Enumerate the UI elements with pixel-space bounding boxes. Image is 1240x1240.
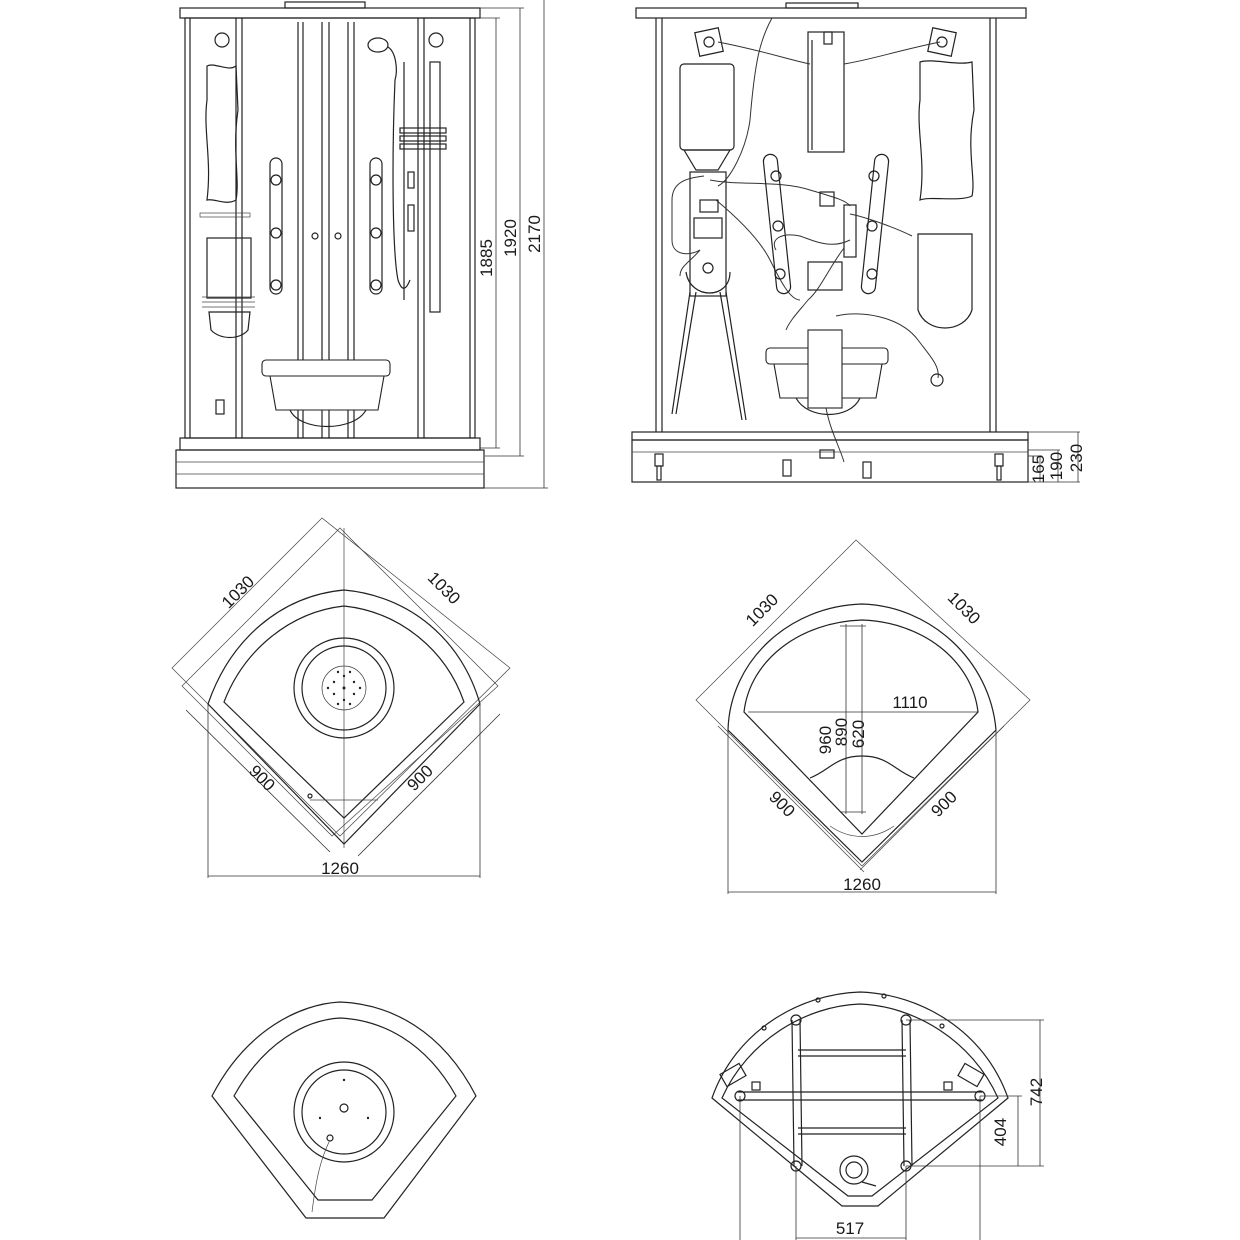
rear-base-dimensions: 165 190 230 bbox=[1028, 431, 1086, 483]
dim-190: 190 bbox=[1047, 452, 1066, 480]
rain-shower-head bbox=[326, 670, 362, 706]
dim-1260: 1260 bbox=[321, 859, 359, 878]
dim-517: 517 bbox=[836, 1219, 864, 1238]
shower-tray-plan bbox=[211, 1001, 477, 1219]
dim-1030-left: 1030 bbox=[742, 590, 782, 630]
dim-1260: 1260 bbox=[843, 875, 881, 894]
dim-1885: 1885 bbox=[477, 239, 496, 277]
dim-742: 742 bbox=[1027, 1078, 1046, 1106]
dim-1030-right: 1030 bbox=[944, 588, 984, 628]
top-plan-view-right: 1030 1030 1110 960 890 620 900 900 1260 bbox=[695, 539, 1031, 894]
dim-900-left: 900 bbox=[765, 787, 798, 820]
dim-165: 165 bbox=[1029, 455, 1048, 483]
dim-900-right: 900 bbox=[403, 761, 436, 794]
dim-890: 890 bbox=[832, 718, 851, 746]
feet bbox=[654, 449, 1004, 481]
dim-1030-left: 1030 bbox=[218, 572, 258, 612]
dim-1030-right: 1030 bbox=[424, 568, 464, 608]
dim-900-left: 900 bbox=[245, 761, 278, 794]
dim-620: 620 bbox=[849, 720, 868, 748]
dim-2170: 2170 bbox=[525, 215, 544, 253]
rear-elevation-view bbox=[631, 2, 1029, 483]
dim-1920: 1920 bbox=[501, 219, 520, 257]
dim-1110: 1110 bbox=[892, 693, 927, 712]
dim-404: 404 bbox=[991, 1118, 1010, 1146]
dim-960: 960 bbox=[816, 726, 835, 754]
front-elevation-view bbox=[175, 1, 485, 489]
front-height-dimensions: 1885 1920 2170 bbox=[477, 0, 548, 489]
base-frame-plan: 742 404 517 bbox=[711, 991, 1046, 1240]
dim-230: 230 bbox=[1067, 444, 1086, 472]
top-plan-view-left: 1030 1030 900 900 1260 bbox=[171, 517, 511, 878]
